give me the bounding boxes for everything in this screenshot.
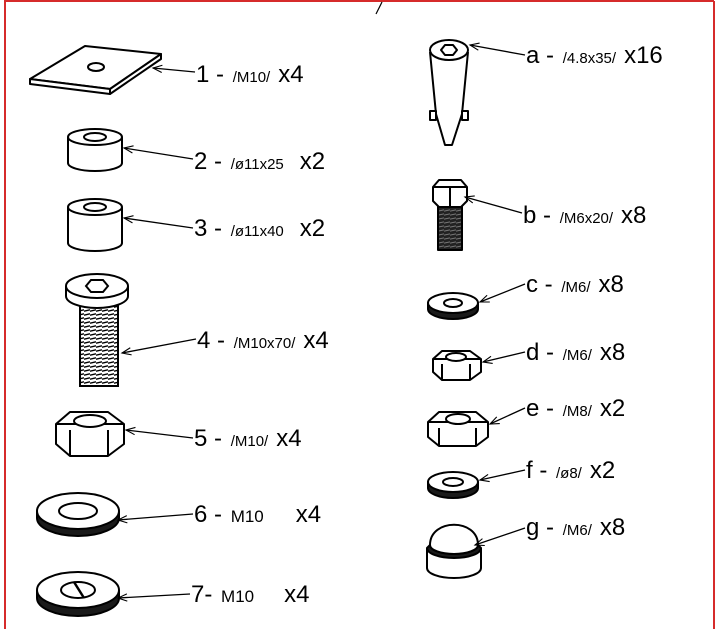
- part-label-3: 3 - /ø11x40 x2: [194, 217, 325, 241]
- part-label-c: c - /M6/x8: [526, 273, 624, 297]
- part-label-g: g - /M6/x8: [526, 516, 625, 540]
- part-label-b: b - /M6x20/x8: [523, 204, 646, 228]
- part-label-4: 4 - /M10x70/x4: [197, 329, 329, 353]
- part-id: 3: [194, 215, 208, 242]
- part-id: b: [523, 202, 537, 229]
- part-id: e: [526, 395, 540, 422]
- flat-washer-icon: [36, 492, 120, 537]
- part-label-e: e - /M8/x2: [526, 397, 625, 421]
- part-sep: -: [204, 581, 220, 608]
- spring-washer-icon: [36, 571, 120, 617]
- part-spec: /ø8/: [556, 465, 582, 482]
- part-qty: x16: [624, 42, 663, 69]
- spacer-long-icon: [67, 198, 123, 252]
- part-id: f: [526, 457, 533, 484]
- part-qty: x8: [621, 202, 647, 229]
- drawing-frame: [4, 0, 715, 629]
- part-qty: x4: [284, 581, 310, 608]
- plate-icon: [29, 45, 162, 95]
- spacer-short-icon: [67, 128, 123, 172]
- part-sep: -: [538, 271, 560, 298]
- part-spec: /M6x20/: [559, 210, 614, 227]
- part-id: 6: [194, 501, 208, 528]
- part-spec: /M6/: [562, 347, 592, 364]
- hex-nut-icon: [55, 411, 125, 457]
- part-id: 1: [196, 61, 210, 88]
- part-label-6: 6 - M10 x4: [194, 503, 321, 527]
- part-qty: x2: [599, 395, 626, 422]
- part-sep: -: [207, 148, 229, 175]
- leader-lines: [118, 45, 526, 598]
- part-sep: -: [207, 215, 229, 242]
- part-spec: M10: [230, 507, 264, 526]
- part-sep: -: [539, 339, 561, 366]
- hex-nut-medium-icon: [427, 411, 489, 447]
- part-sep: -: [532, 457, 554, 484]
- part-label-2: 2 - /ø11x25 x2: [194, 150, 325, 174]
- part-spec: /M10/: [230, 433, 269, 450]
- socket-head-bolt-icon: [65, 273, 129, 387]
- part-qty: x4: [303, 327, 329, 354]
- part-qty: x8: [599, 514, 626, 541]
- part-sep: -: [209, 61, 231, 88]
- hex-bolt-icon: [432, 179, 468, 251]
- part-qty: x2: [299, 148, 326, 175]
- part-qty: x2: [589, 457, 616, 484]
- part-qty: x8: [599, 339, 626, 366]
- part-id: 5: [194, 425, 208, 452]
- part-qty: x4: [276, 425, 302, 452]
- part-id: c: [526, 271, 538, 298]
- part-id: 2: [194, 148, 208, 175]
- part-spec: /M8/: [562, 403, 592, 420]
- part-spec: /ø11x25: [230, 156, 284, 173]
- part-sep: -: [539, 395, 561, 422]
- part-id: a: [526, 42, 540, 69]
- part-spec: /4.8x35/: [562, 50, 617, 67]
- part-spec: M10: [221, 587, 255, 606]
- part-label-1: 1 - /M10/x4: [196, 63, 304, 87]
- part-qty: x4: [278, 61, 304, 88]
- part-id: g: [526, 514, 540, 541]
- part-spec: /M10x70/: [233, 335, 296, 352]
- part-sep: -: [536, 202, 558, 229]
- part-sep: -: [207, 425, 229, 452]
- part-spec: /M6/: [562, 522, 592, 539]
- part-spec: /M6/: [561, 279, 591, 296]
- part-spec: /M10/: [232, 69, 271, 86]
- part-label-5: 5 - /M10/x4: [194, 427, 302, 451]
- acorn-cap-nut-icon: [426, 523, 482, 579]
- part-sep: -: [207, 501, 229, 528]
- part-label-a: a - /4.8x35/x16: [526, 44, 663, 68]
- part-label-f: f - /ø8/x2: [526, 459, 615, 483]
- washer-icon: [427, 292, 479, 320]
- washer-small-icon: [427, 471, 479, 499]
- part-id: 4: [197, 327, 211, 354]
- part-sep: -: [210, 327, 232, 354]
- part-spec: /ø11x40: [230, 223, 284, 240]
- part-label-d: d - /M6/x8: [526, 341, 625, 365]
- part-sep: -: [539, 42, 561, 69]
- dowel-pin-icon: [429, 39, 469, 146]
- part-qty: x2: [299, 215, 326, 242]
- part-qty: x4: [295, 501, 322, 528]
- part-id: d: [526, 339, 540, 366]
- part-label-7: 7- M10 x4: [191, 583, 309, 607]
- part-id: 7: [191, 581, 205, 608]
- part-qty: x8: [598, 271, 624, 298]
- hex-nut-small-icon: [432, 350, 482, 381]
- part-sep: -: [539, 514, 561, 541]
